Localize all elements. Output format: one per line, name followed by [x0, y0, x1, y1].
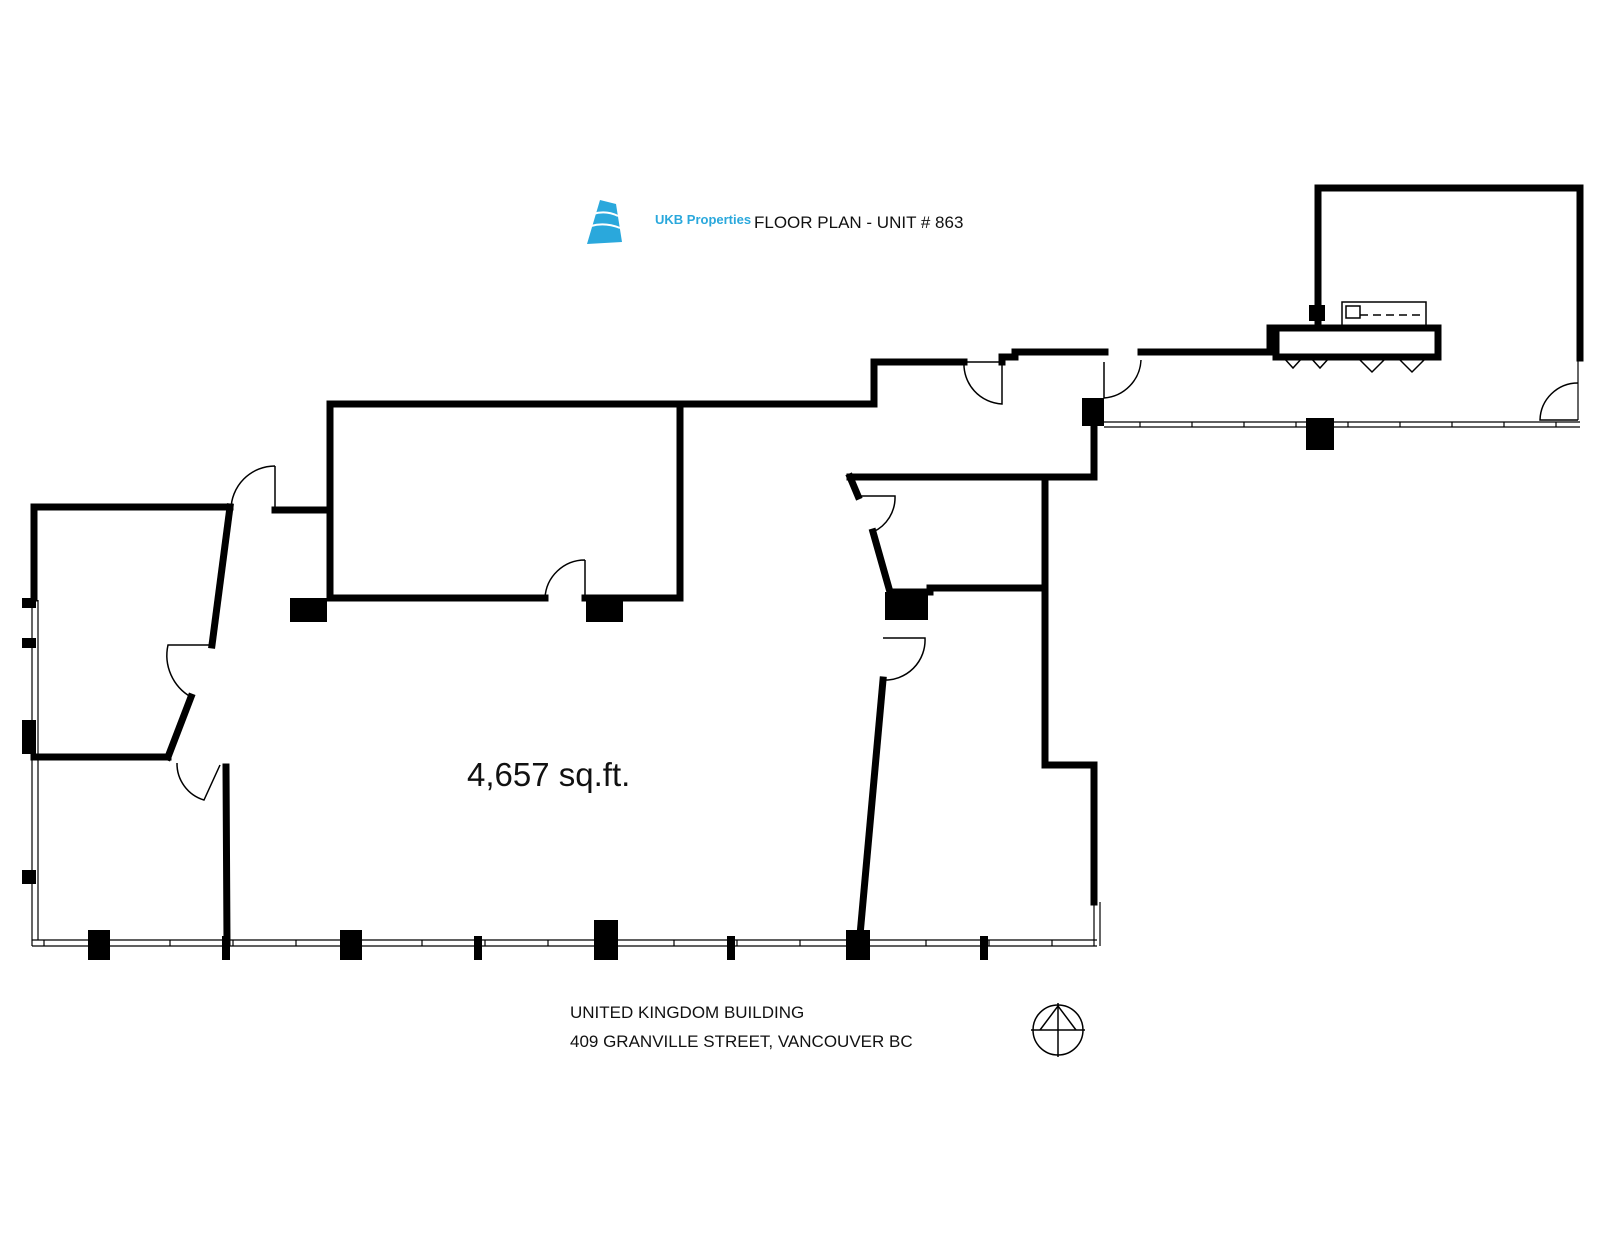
area-label: 4,657 sq.ft. — [467, 756, 631, 793]
north-arrow-icon — [1031, 1003, 1085, 1057]
page-title: FLOOR PLAN - UNIT # 863 — [754, 213, 964, 232]
walls — [30, 184, 1584, 947]
building-address: 409 GRANVILLE STREET, VANCOUVER BC — [570, 1032, 913, 1051]
ukb-building-logo-icon — [587, 200, 622, 244]
window-walls — [31, 358, 1580, 947]
door-swings — [166, 359, 1579, 801]
structural-columns — [22, 592, 988, 960]
brand-name: UKB Properties — [655, 212, 752, 227]
closet-detail — [1282, 301, 1428, 374]
building-name: UNITED KINGDOM BUILDING — [570, 1003, 805, 1022]
